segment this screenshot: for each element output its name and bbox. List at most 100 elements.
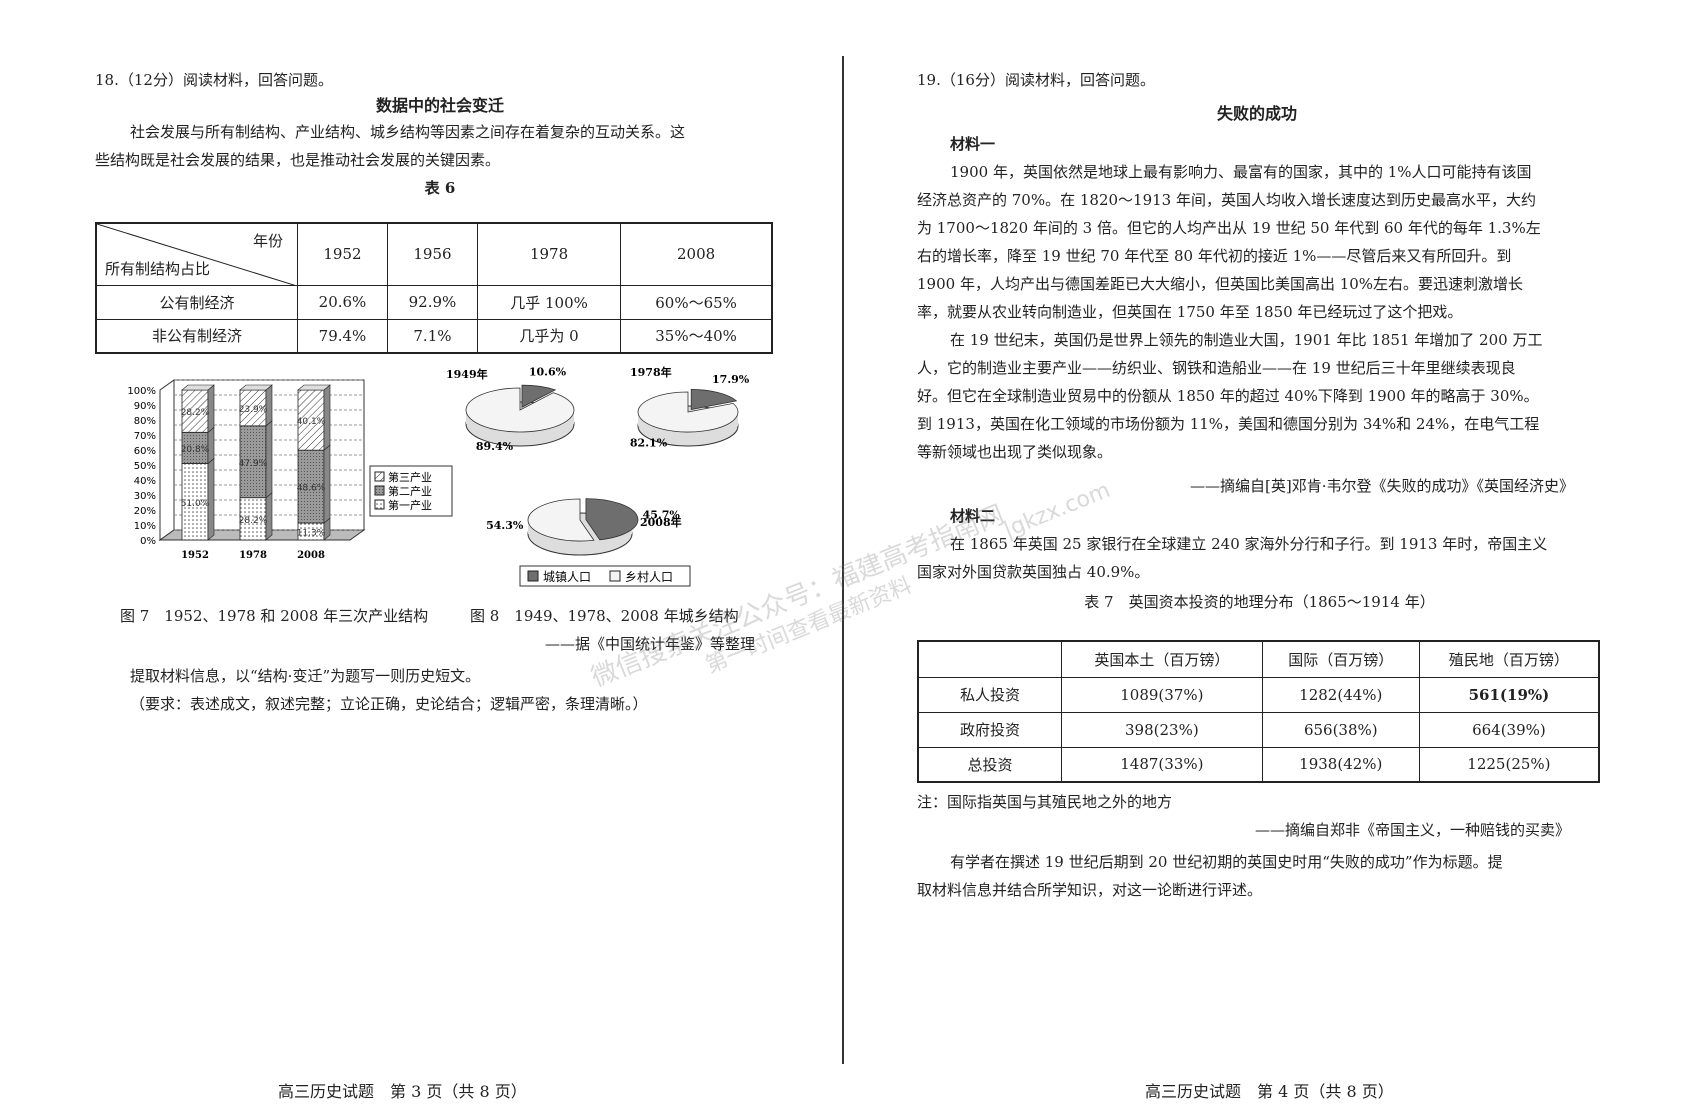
table7-row-label: 政府投资 <box>917 711 1062 748</box>
table7-cell: 656(38%) <box>1261 711 1420 748</box>
y-tick-label: 10% <box>134 521 156 532</box>
material2-source: ——摘编自郑非《帝国主义，一种赔钱的买卖》 <box>1255 821 1571 839</box>
table6-cell: 60%～65% <box>620 284 773 320</box>
table6-cell: 92.9% <box>386 284 478 320</box>
table7-cell: 1282(44%) <box>1261 676 1420 713</box>
bar-top <box>239 384 273 391</box>
data-label: 20.8% <box>181 445 210 455</box>
left-task: 提取材料信息，以“结构·变迁”为题写一则历史短文。 <box>130 667 481 685</box>
x-tick-label: 2008 <box>297 550 325 561</box>
left-intro-line2: 些结构既是社会发展的结果，也是推动社会发展的关键因素。 <box>95 151 501 169</box>
pie-year-label: 1978年 <box>630 365 672 379</box>
table7-cell: 561(19%) <box>1418 676 1600 713</box>
material1-label: 材料一 <box>950 135 996 153</box>
text-line: 等新领域也出现了类似现象。 <box>917 443 1113 461</box>
text-line: 取材料信息并结合所学知识，对这一论断进行评述。 <box>917 881 1263 899</box>
material1-paragraph2: 在 19 世纪末，英国仍是世界上领先的制造业大国，1901 年比 1851 年增… <box>917 326 1602 466</box>
table-row: 英国本土（百万镑） 国际（百万镑） 殖民地（百万镑） <box>917 640 1600 678</box>
data-label: 28.2% <box>239 516 268 526</box>
table-row: 公有制经济 20.6% 92.9% 几乎 100% 60%～65% <box>95 284 773 320</box>
left-title: 数据中的社会变迁 <box>375 96 504 115</box>
pie-slice <box>690 389 738 410</box>
y-tick-label: 80% <box>134 416 156 427</box>
table7-caption: 表 7 英国资本投资的地理分布（1865～1914 年） <box>1084 593 1435 611</box>
table7-row-label: 私人投资 <box>917 676 1062 713</box>
y-tick-label: 100% <box>127 386 156 397</box>
y-tick-label: 0% <box>140 536 156 547</box>
table6-year: 1956 <box>386 222 478 286</box>
material1-source: ——摘编自[英]邓肯·韦尔登《失败的成功》《英国经济史》 <box>1190 477 1574 495</box>
figure8-caption: 图 8 1949、1978、2008 年城乡结构 <box>470 607 739 625</box>
table7-header: 国际（百万镑） <box>1261 640 1420 678</box>
pie-slice <box>521 384 557 408</box>
text-line: 人，它的制造业主要产业——纺织业、钢铁和造船业——在 19 世纪后三十年里继续表… <box>917 359 1516 377</box>
data-label: 28.2% <box>181 408 210 418</box>
bar-segment <box>181 463 209 541</box>
text-line: 经济总资产的 70%。在 1820～1913 年间，英国人均收入增长速度达到历史… <box>917 191 1536 209</box>
figure7-caption: 图 7 1952、1978 和 2008 年三次产业结构 <box>120 607 429 625</box>
text-line: 有学者在撰述 19 世纪后期到 20 世纪初期的英国史时用“失败的成功”作为标题… <box>950 853 1503 871</box>
data-label: 40.1% <box>297 417 326 427</box>
y-tick-label: 20% <box>134 506 156 517</box>
legend-swatch <box>609 570 621 582</box>
slice-label: 45.7% <box>643 509 681 522</box>
legend-swatch <box>527 570 539 582</box>
data-label: 47.9% <box>239 459 268 469</box>
diagonal-line <box>97 224 297 286</box>
table6-corner-top: 年份 <box>252 232 283 250</box>
bar-segment <box>239 497 267 541</box>
bar-segment <box>239 389 267 427</box>
bar-segment <box>297 449 325 524</box>
pie-slice <box>527 498 595 542</box>
text-line: 在 19 世纪末，英国仍是世界上领先的制造业大国，1901 年比 1851 年增… <box>950 331 1543 349</box>
y-tick-label: 60% <box>134 446 156 457</box>
table6-row-label: 非公有制经济 <box>95 318 298 354</box>
text-line: 为 1700～1820 年间的 3 倍。但它的人均产出从 19 世纪 50 年代… <box>917 219 1541 237</box>
right-title: 失败的成功 <box>1216 104 1297 123</box>
table6-cell: 几乎为 0 <box>476 318 622 354</box>
text-line: 国家对外国贷款英国独占 40.9%。 <box>917 563 1150 581</box>
data-label: 51.0% <box>181 499 210 509</box>
material2-label: 材料二 <box>950 507 996 525</box>
table7-header: 英国本土（百万镑） <box>1061 640 1263 678</box>
question-18-heading: 18.（12分）阅读材料，回答问题。 <box>95 71 333 89</box>
material1-paragraph1: 1900 年，英国依然是地球上最有影响力、最富有的国家，其中的 1%人口可能持有… <box>917 158 1602 326</box>
legend-swatch <box>374 485 385 496</box>
slice-label: 89.4% <box>476 440 514 453</box>
table7-cell: 1089(37%) <box>1061 676 1263 713</box>
page-divider <box>842 56 844 1064</box>
table6-caption: 表 6 <box>424 179 456 197</box>
y-tick-label: 30% <box>134 491 156 502</box>
x-tick-label: 1978 <box>239 550 267 561</box>
left-requirement: （要求：表述成文，叙述完整；立论正确，史论结合；逻辑严密，条理清晰。） <box>130 695 648 713</box>
left-footer: 高三历史试题 第 3 页（共 8 页） <box>278 1082 527 1101</box>
text-line: 右的增长率，降至 19 世纪 70 年代至 80 年代初的接近 1%——尽管后来… <box>917 247 1512 265</box>
table7-cell: 1225(25%) <box>1418 746 1600 783</box>
table-7: 英国本土（百万镑） 国际（百万镑） 殖民地（百万镑） 私人投资 1089(37%… <box>917 640 1600 783</box>
bar-segment <box>181 389 209 433</box>
table7-header: 殖民地（百万镑） <box>1418 640 1600 678</box>
bar-segment <box>297 389 325 451</box>
text-line: 1900 年，人均产出与德国差距已大大缩小，但英国比美国高出 10%左右。要迅速… <box>917 275 1524 293</box>
slice-label: 82.1% <box>630 436 668 449</box>
pie-slice <box>637 391 739 433</box>
text-line: 率，就要从农业转向制造业，但英国在 1750 年至 1850 年已经玩过了这个把… <box>917 303 1463 321</box>
y-tick-label: 70% <box>134 431 156 442</box>
table6-year: 1978 <box>476 222 622 286</box>
table6-cell: 79.4% <box>297 318 388 354</box>
table7-header <box>917 640 1062 678</box>
legend-label: 城镇人口 <box>543 570 591 584</box>
table6-corner-bottom: 所有制结构占比 <box>105 259 211 278</box>
table6-year: 2008 <box>620 222 773 286</box>
pie-slice <box>465 387 575 433</box>
table7-cell: 398(23%) <box>1061 711 1263 748</box>
table-row: 非公有制经济 79.4% 7.1% 几乎为 0 35%～40% <box>95 318 773 354</box>
table6-row-label: 公有制经济 <box>95 284 298 320</box>
y-tick-label: 50% <box>134 461 156 472</box>
table6-corner-cell: 年份 所有制结构占比 <box>95 222 298 286</box>
bar-top <box>181 384 215 391</box>
pie-legend-box <box>519 565 691 587</box>
legend-label: 第一产业 <box>388 498 432 512</box>
table6-cell: 20.6% <box>297 284 388 320</box>
